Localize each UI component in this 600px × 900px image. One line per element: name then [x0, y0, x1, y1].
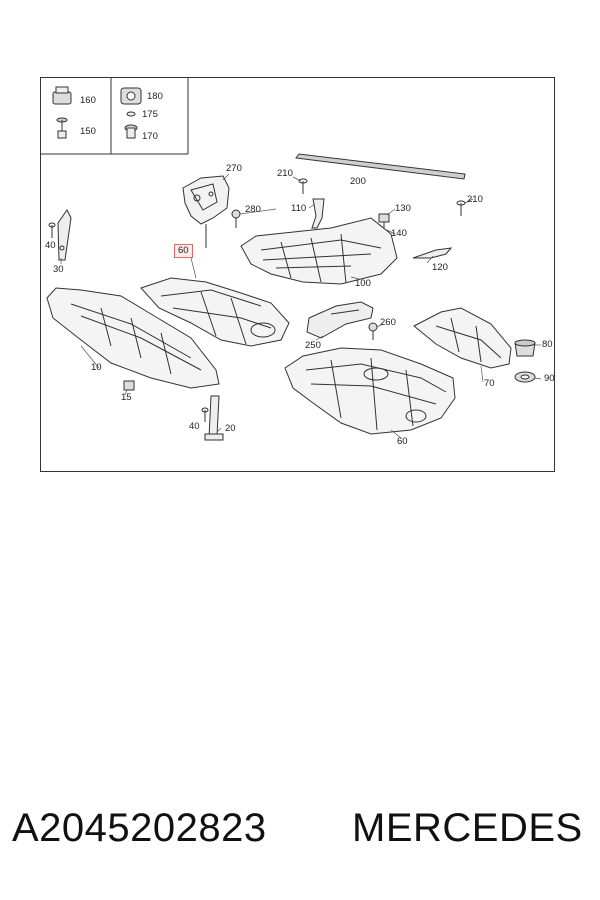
- callout-30: 30: [53, 264, 64, 275]
- callout-90: 90: [544, 373, 555, 384]
- callout-60-lower: 60: [397, 436, 408, 447]
- parts-diagram: 160 150 180 175 170 270 210 200 210 280 …: [40, 77, 555, 472]
- callout-70: 70: [484, 378, 495, 389]
- leader-lines: [60, 173, 542, 439]
- callout-40-lower: 40: [189, 421, 200, 432]
- part-30-bracket: [57, 209, 72, 261]
- washer-icon: [126, 111, 136, 117]
- callout-80: 80: [542, 339, 553, 350]
- part-270-bracket: [182, 175, 230, 248]
- part-70-rear-panel: [413, 307, 512, 369]
- part-90-mount: [514, 371, 536, 383]
- part-210-bolt-left: [298, 178, 308, 194]
- bolt-icon: [124, 124, 138, 139]
- callout-15: 15: [121, 392, 132, 403]
- part-15-clip: [123, 380, 135, 391]
- product-caption: A2045202823 MERCEDES: [0, 806, 600, 856]
- callout-210-left: 210: [277, 168, 293, 179]
- callout-140: 140: [391, 228, 407, 239]
- callout-260: 260: [380, 317, 396, 328]
- part-250-bracket: [306, 301, 374, 339]
- brand-name: MERCEDES: [352, 806, 583, 850]
- push-rivet-icon: [56, 117, 68, 139]
- callout-130: 130: [395, 203, 411, 214]
- callout-150: 150: [80, 126, 96, 137]
- part-120-bracket: [412, 247, 453, 259]
- clip-nut-icon: [52, 86, 72, 105]
- part-110-bracket: [311, 198, 325, 229]
- callout-20: 20: [225, 423, 236, 434]
- callout-160: 160: [80, 95, 96, 106]
- callout-210-right: 210: [467, 194, 483, 205]
- part-60-underbody-shield: [284, 347, 456, 435]
- part-40-bolt-upper: [48, 222, 56, 238]
- part-80-mount: [514, 339, 536, 357]
- part-10-front-shield: [46, 287, 220, 389]
- callout-270: 270: [226, 163, 242, 174]
- callout-110: 110: [291, 203, 307, 214]
- callout-200: 200: [350, 176, 366, 187]
- part-20-bracket: [204, 395, 224, 441]
- callout-170: 170: [142, 131, 158, 142]
- part-210-bolt-right: [456, 200, 466, 216]
- callout-120: 120: [432, 262, 448, 273]
- callout-250: 250: [305, 340, 321, 351]
- callout-60-highlighted[interactable]: 60: [174, 244, 193, 258]
- part-number: A2045202823: [12, 806, 267, 850]
- part-100-panel: [240, 217, 398, 285]
- callout-180: 180: [147, 91, 163, 102]
- callout-40-upper: 40: [45, 240, 56, 251]
- spring-nut-icon: [120, 87, 142, 105]
- callout-175: 175: [142, 109, 158, 120]
- legend-box: [41, 78, 189, 155]
- part-60-front-subframe: [140, 277, 290, 347]
- callout-100: 100: [355, 278, 371, 289]
- part-200-rail: [295, 153, 466, 180]
- part-40-bolt-lower: [201, 407, 209, 422]
- part-280-bolt: [231, 209, 241, 228]
- parts-line-art: [41, 78, 542, 441]
- part-260-bolt: [368, 322, 378, 340]
- callout-10: 10: [91, 362, 102, 373]
- callout-280: 280: [245, 204, 261, 215]
